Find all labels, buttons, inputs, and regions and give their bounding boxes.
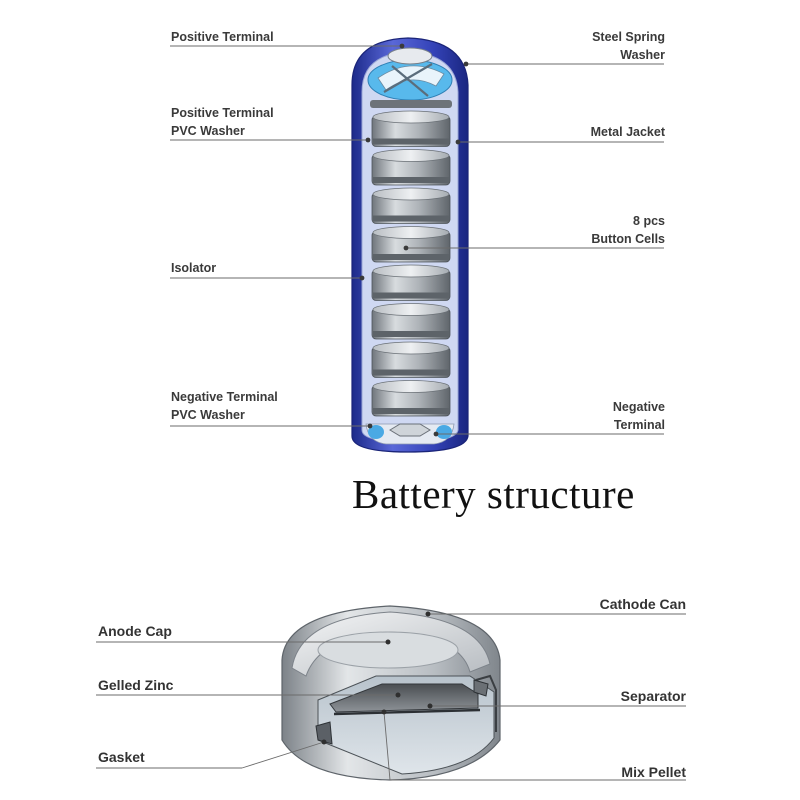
label-negative-terminal-line2: Terminal (613, 418, 665, 432)
diagram-title: Battery structure (352, 471, 635, 517)
label-positive-terminal-pvc-washer-line2: PVC Washer (171, 124, 245, 138)
label-button-cells: 8 pcs Button Cells (591, 212, 665, 248)
label-negative-terminal-pvc-washer: Negative Terminal PVC Washer (171, 388, 278, 424)
label-negative-terminal-pvc-washer-line1: Negative Terminal (171, 390, 278, 404)
button-cell-2 (371, 149, 451, 186)
label-cathode-can: Cathode Can (599, 596, 686, 612)
battery-leader-dots (359, 43, 469, 437)
label-metal-jacket: Metal Jacket (590, 125, 665, 139)
label-mix-pellet: Mix Pellet (621, 764, 686, 780)
button-cell-1 (371, 110, 451, 147)
label-anode-cap: Anode Cap (98, 623, 172, 639)
button-cell-stack (371, 110, 451, 417)
button-cell-5 (371, 264, 451, 301)
gelled-zinc-shape (329, 683, 479, 713)
cell-leader-lines (96, 613, 686, 781)
cylindrical-battery (170, 37, 664, 453)
label-button-cells-line2: Button Cells (591, 232, 665, 246)
button-cell-3 (371, 187, 451, 224)
label-gelled-zinc: Gelled Zinc (98, 677, 174, 693)
label-button-cells-line1: 8 pcs (633, 214, 665, 228)
button-cell-cross-section (96, 605, 686, 781)
label-positive-terminal-pvc-washer: Positive Terminal PVC Washer (171, 104, 274, 140)
button-cell-7 (371, 341, 451, 378)
label-negative-terminal-line1: Negative (612, 400, 665, 414)
separator-shape (333, 708, 481, 716)
label-steel-spring-washer: Steel Spring Washer (592, 28, 665, 64)
button-cell-8 (371, 380, 451, 417)
button-cell-6 (371, 303, 451, 340)
label-negative-terminal-pvc-washer-line2: PVC Washer (171, 408, 245, 422)
cell-leader-dots (321, 611, 433, 745)
label-negative-terminal: Negative Terminal (613, 398, 665, 434)
label-steel-spring-washer-line2: Washer (620, 48, 665, 62)
label-gasket: Gasket (98, 749, 145, 765)
label-separator: Separator (620, 688, 686, 704)
gasket-shape (315, 721, 333, 745)
steel-spring-washer-shape (367, 47, 453, 101)
label-isolator: Isolator (171, 261, 217, 275)
negative-terminal-washer-shape (365, 423, 455, 445)
label-steel-spring-washer-line1: Steel Spring (592, 30, 665, 44)
button-cell-4 (371, 226, 451, 263)
label-positive-terminal: Positive Terminal (171, 30, 274, 44)
battery-leader-lines (170, 45, 664, 435)
label-positive-terminal-pvc-washer-line1: Positive Terminal (171, 106, 274, 120)
